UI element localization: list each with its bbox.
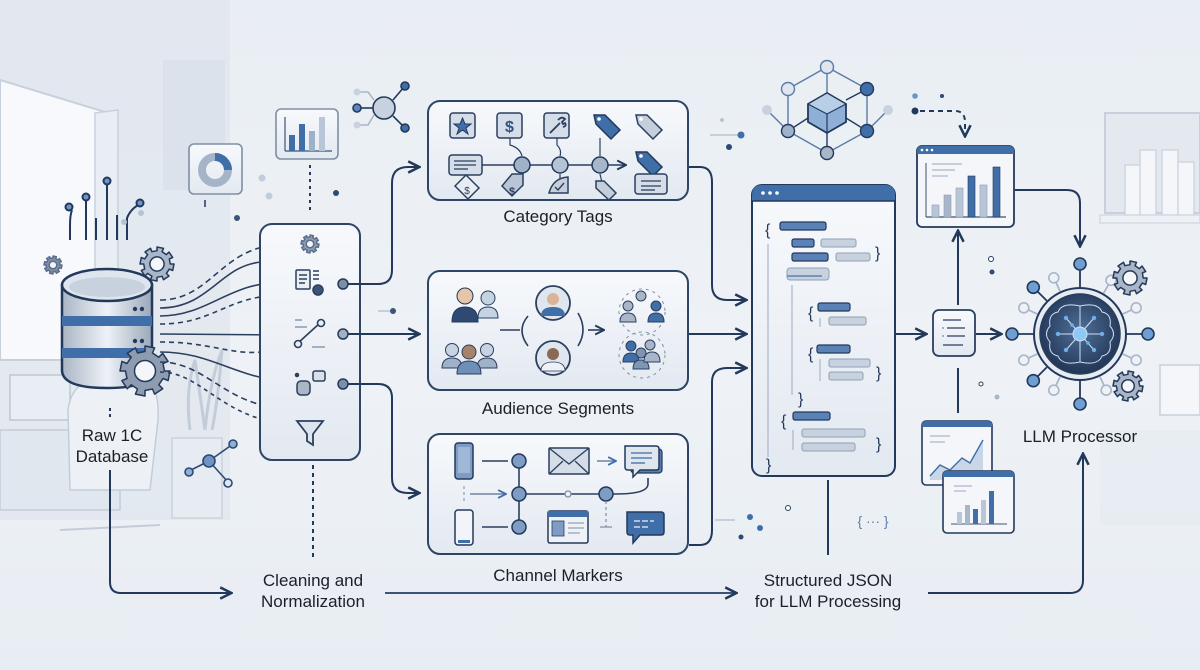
svg-text:{: { [808,305,814,322]
dollar-tag-icon: $ [496,112,523,139]
llm-spoke-node [1100,384,1112,397]
text-card-icon [448,154,483,176]
donut-chart-icon [188,143,243,207]
document-tag-icon [295,269,324,296]
filter-funnel-icon [295,420,325,447]
svg-text:$: $ [509,186,515,198]
brain-circuit-icon [1033,287,1127,381]
json-snippet-icon: { ··· } [857,513,888,529]
svg-text:{: { [808,346,814,363]
tablet-icon [454,509,474,546]
svg-text:}: } [876,436,882,453]
segment-cluster-icon [618,288,666,379]
price-tag-icon [593,114,664,178]
llm-spoke-node [1017,301,1030,314]
audience-segments-label: Audience Segments [481,399,635,418]
channel-markers-label: Channel Markers [493,566,623,585]
channel-markers-card [427,433,689,555]
svg-text:}: } [798,391,804,408]
gear-hole [1120,378,1136,394]
gear-icon [43,255,63,275]
decor-dots [710,118,791,540]
bottom-flow-line [109,408,1083,593]
chat-bubble-icon [626,511,665,545]
gear-icon [1112,260,1148,296]
structured-json-label: Structured JSON for LLM Processing [738,570,918,612]
json-snippet-text: { ··· } [857,513,888,529]
llm-spoke-node [1005,327,1019,341]
category-tags-label: Category Tags [503,207,613,226]
gear-icon [139,246,175,282]
svg-text:}: } [766,457,772,474]
cleaning-panel [259,223,361,461]
transform-link-icon [293,318,326,349]
connectors-to-json [689,166,745,546]
report-bar-chart-icon [942,470,1015,534]
person-avatar-icon [535,285,571,376]
gear-icon [1112,370,1144,402]
bar-chart-icon [275,108,339,210]
svg-text:$: $ [505,119,514,136]
llm-spoke-node [1073,397,1087,411]
llm-spoke-node [1026,373,1041,388]
svg-text:{: { [765,222,771,239]
llm-spoke-node [1048,384,1060,397]
audience-segments-card [427,270,689,391]
network-node-icon [184,439,238,488]
llm-spoke-node [1048,271,1060,284]
json-document-panel: {} { {} } {}} [751,184,896,477]
gear-icon [119,345,171,397]
raw-db-label-line1: Raw 1C [81,426,143,445]
connectors-to-cards [348,167,418,493]
connectors-to-llm [895,189,1080,413]
network-node-icon [352,81,410,133]
gear-hole [48,260,58,270]
dashed-connector [911,93,966,135]
raw-db-label: Raw 1C Database [62,425,162,467]
category-tags-card: $ $ $ [427,100,689,202]
report-line-chart-icon [921,420,993,486]
gear-hole [133,359,157,383]
svg-text:}: } [876,365,882,382]
llm-spoke-node [1017,354,1030,367]
smartphone-icon [454,442,474,480]
cleaning-label: Cleaning and Normalization [233,570,393,612]
gear-hole [305,239,315,249]
llm-spokes [1005,257,1155,411]
llm-spoke-node [1141,327,1155,341]
cleaning-label-line1: Cleaning and [262,571,364,590]
envelope-icon [548,447,590,475]
cleaning-label-line2: Normalization [261,592,365,611]
wrench-tag-icon [543,112,570,139]
merge-icon [294,370,326,396]
star-tag-icon [449,112,476,139]
svg-text:}: } [875,245,881,262]
check-tag-icon [548,176,569,194]
structured-json-label-line2: for LLM Processing [754,592,902,611]
gear-hole [1122,270,1138,286]
llm-spoke-node [1130,301,1142,314]
report-bar-chart-icon [916,145,1015,228]
structured-json-label-line1: Structured JSON [763,571,893,590]
cube-network-icon [762,59,893,161]
llm-spoke-node [1073,257,1087,271]
svg-text:$: $ [464,186,470,197]
llm-processor-label: LLM Processor [1022,427,1138,446]
summary-node-icon [932,309,976,357]
gear-hole [149,256,165,272]
raw-db-label-line2: Database [75,447,149,466]
llm-spoke-node [1026,280,1041,295]
people-group-icon [441,287,499,375]
svg-text:{: { [781,413,787,430]
web-page-icon [547,510,589,544]
chat-bubble-icon [624,445,663,479]
llm-spoke-node [1130,354,1142,367]
